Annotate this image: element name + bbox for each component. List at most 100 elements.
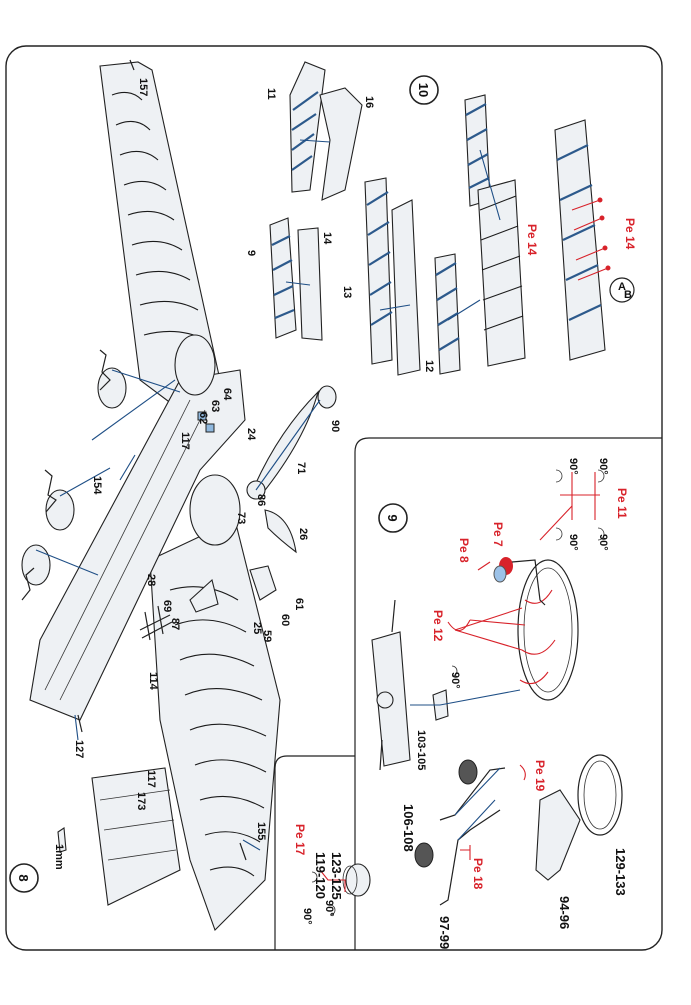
label-94-96: 94-96 (557, 896, 572, 929)
part-pe7-lens (493, 565, 507, 583)
landing-gear-labels: Pe 17 119-120 123-125 90° 90° 106-108 Pe… (293, 760, 628, 949)
page-frame (5, 45, 663, 951)
turret-ring (517, 559, 579, 701)
pe-label-17: Pe 17 (293, 824, 307, 856)
label-127: 127 (73, 740, 85, 758)
step-10-labels: 11 16 9 14 13 12 Pe 14 Pe 14 (245, 88, 637, 372)
part-16 (319, 87, 363, 201)
label-119-120: 119-120 (313, 852, 328, 899)
strut-106-108 (439, 767, 506, 821)
label-90: 90 (329, 420, 341, 432)
svg-text:B: B (624, 289, 632, 301)
pe14-hinge-markers (571, 197, 611, 281)
part-pe11 (539, 472, 600, 541)
landing-gear-assembly (311, 754, 623, 916)
label-87: 87 (169, 618, 181, 630)
label-173: 173 (135, 792, 147, 810)
part-87 (189, 578, 219, 613)
wheel-left (414, 842, 434, 868)
label-73: 73 (235, 512, 247, 524)
label-71: 71 (295, 462, 307, 474)
label-97-99: 97-99 (437, 916, 452, 949)
lower-wing-assembly (21, 59, 337, 932)
step-badge-9: 9 (378, 503, 408, 533)
deg-label-2: 90° (597, 458, 609, 475)
svg-text:A: A (618, 281, 626, 293)
label-117: 117 (179, 432, 191, 450)
pe-label-18: Pe 18 (471, 858, 485, 890)
label-106-108: 106-108 (401, 804, 416, 852)
part-129-133 (577, 754, 623, 836)
deg-label-6: 90° (301, 908, 313, 925)
part-59-61 (249, 565, 277, 601)
label-117b: 117 (145, 770, 157, 788)
part-63 (205, 423, 215, 433)
label-12: 12 (423, 360, 435, 372)
inset-detail-173 (91, 767, 181, 906)
step-8-labels: 157 62 63 64 117 24 90 71 86 73 26 154 2… (53, 78, 341, 870)
pe-label-12: Pe 12 (431, 610, 445, 642)
part-pe18 (460, 845, 471, 860)
label-26: 26 (297, 528, 309, 540)
label-14: 14 (321, 232, 333, 245)
label-69: 69 (161, 600, 173, 612)
wheel-119-120 (342, 863, 371, 897)
label-154: 154 (91, 476, 103, 495)
deg-label-4: 90° (597, 534, 609, 551)
label-62: 62 (197, 412, 209, 424)
part-62 (197, 411, 207, 421)
step-badge-8: 8 (9, 863, 39, 893)
control-surfaces: A B (269, 61, 635, 376)
scale-mark-icon (57, 827, 67, 853)
part-pe17 (319, 869, 346, 892)
ladder-114 (139, 605, 173, 641)
part-14 (297, 227, 323, 341)
step-number: 10 (416, 83, 431, 97)
pe-label-19: Pe 19 (533, 760, 547, 792)
part-12 (391, 199, 421, 376)
deg-label-1: 90° (567, 458, 579, 475)
step-number: 9 (385, 514, 400, 521)
label-16: 16 (363, 96, 375, 108)
gun-mount-2 (44, 469, 75, 531)
pe-label-14a: Pe 14 (525, 224, 539, 256)
label-157: 157 (137, 78, 149, 96)
label-64: 64 (221, 388, 233, 401)
step-9-divider (354, 437, 662, 950)
label-86: 86 (255, 494, 267, 506)
label-60: 60 (279, 614, 291, 626)
deg-label-5: 90° (449, 672, 461, 689)
part-13 (364, 177, 393, 365)
part-pe14-surface (554, 119, 606, 361)
step-9-labels: 90° 90° 90° 90° 90° Pe 11 Pe 8 Pe 7 Pe 1… (415, 458, 629, 770)
part-26 (264, 509, 297, 554)
gun-mount-3 (21, 544, 51, 601)
pe-label-11: Pe 11 (615, 488, 629, 519)
part-pe12 (447, 619, 471, 632)
gun-turret-assembly (371, 469, 605, 771)
label-24: 24 (245, 428, 257, 441)
deg-label-3: 90° (567, 534, 579, 551)
label-114: 114 (147, 672, 159, 691)
part-94-96 (535, 789, 581, 881)
pe-label-7: Pe 7 (491, 522, 505, 547)
part-9 (269, 217, 297, 339)
label-13: 13 (341, 286, 353, 298)
step-badge-10: 10 (409, 75, 439, 105)
label-9: 9 (245, 250, 257, 256)
step-number: 8 (16, 874, 31, 881)
label-123-125: 123-125 (329, 852, 344, 900)
engine-right (174, 334, 216, 396)
label-11: 11 (265, 88, 277, 100)
gun-mount-1 (97, 349, 127, 409)
pe-label-8: Pe 8 (457, 538, 471, 563)
deg-label-7: 90° (323, 900, 335, 917)
label-25: 25 (251, 622, 263, 634)
wheel-right (458, 759, 478, 785)
part-panel-a (434, 253, 461, 375)
label-129-133: 129-133 (613, 848, 628, 896)
label-28: 28 (145, 574, 157, 586)
part-pe8 (477, 561, 491, 571)
